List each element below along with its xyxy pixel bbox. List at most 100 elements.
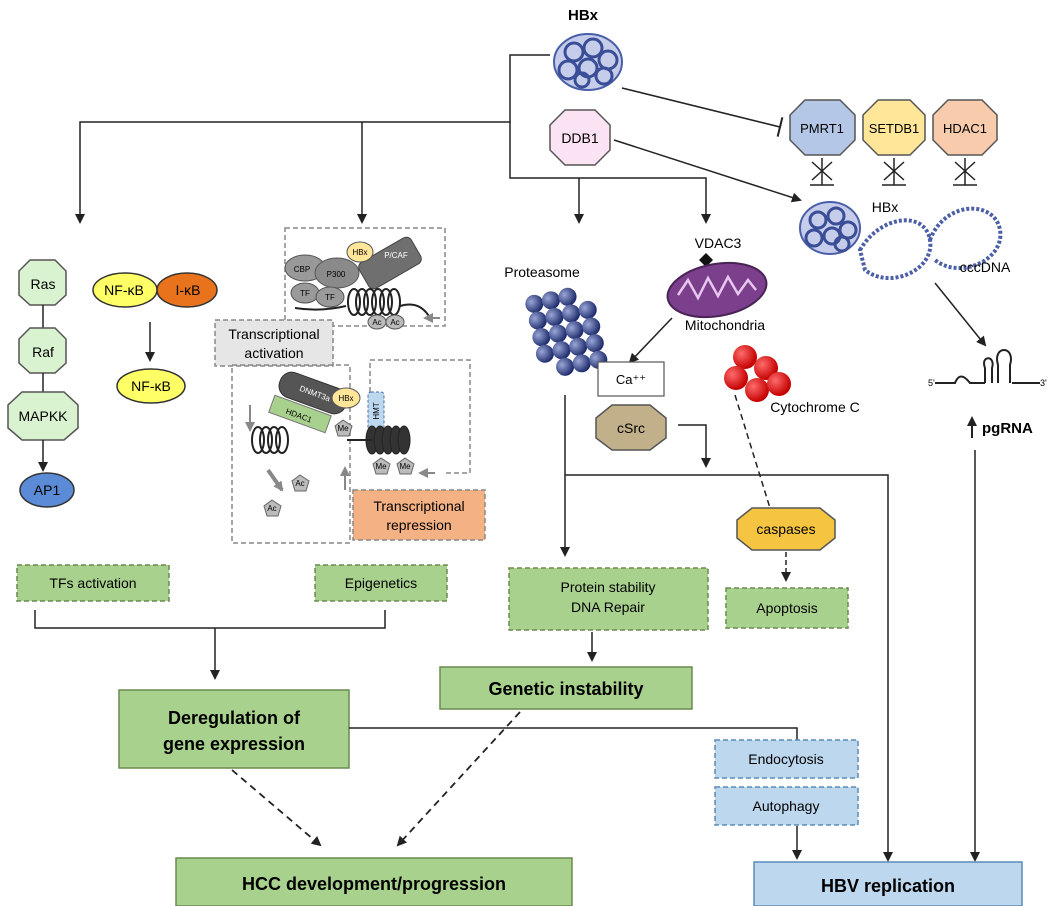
me1-label: Me bbox=[337, 424, 349, 433]
hdac1-top-node: HDAC1 bbox=[932, 99, 998, 156]
autophagy-label: Autophagy bbox=[753, 798, 820, 814]
hcc-label: HCC development/progression bbox=[242, 874, 506, 894]
inhibition-x-marks bbox=[810, 158, 977, 186]
raf-node: Raf bbox=[18, 327, 67, 374]
me2-label: Me bbox=[375, 462, 387, 471]
ac3-label: Ac bbox=[295, 479, 304, 488]
tf2-label: TF bbox=[325, 293, 335, 302]
tfs-activation-box: TFs activation bbox=[16, 564, 170, 602]
csrc-label: cSrc bbox=[617, 420, 645, 436]
apoptosis-box: Apoptosis bbox=[725, 587, 849, 629]
repression-complex: DNMT3a HDAC1 HBx HMT Me Me Me Ac Ac bbox=[231, 359, 471, 544]
me3-label: Me bbox=[399, 462, 411, 471]
autophagy-box: Autophagy bbox=[714, 786, 859, 826]
ac4-label: Ac bbox=[267, 504, 276, 513]
genetic-instability-label: Genetic instability bbox=[488, 679, 643, 699]
cytochrome-to-caspases-dash bbox=[734, 394, 771, 509]
hbx-small-label: HBx bbox=[352, 248, 367, 257]
activation-label-box: Transcriptional activation bbox=[214, 319, 334, 367]
raf-label: Raf bbox=[32, 344, 54, 360]
hbv-label: HBV replication bbox=[821, 876, 955, 896]
epigenetics-label: Epigenetics bbox=[345, 575, 417, 591]
cytochrome-label: Cytochrome C bbox=[770, 399, 859, 415]
hbx-distribution-lines bbox=[75, 54, 802, 224]
vdac3-marker bbox=[699, 253, 713, 267]
calcium-box: Ca⁺⁺ bbox=[597, 361, 665, 397]
csrc-node: cSrc bbox=[595, 404, 667, 451]
activation-line1: Transcriptional bbox=[228, 326, 319, 342]
ap1-node: AP1 bbox=[19, 472, 75, 508]
mito-to-calcium-arrow bbox=[628, 317, 673, 364]
cbp-label: CBP bbox=[294, 265, 310, 274]
epigenetics-box: Epigenetics bbox=[314, 564, 448, 602]
repression-line2: repression bbox=[386, 517, 451, 533]
proteasome-label: Proteasome bbox=[504, 264, 580, 280]
cccdna-icon bbox=[857, 206, 1003, 281]
ac1-label: Ac bbox=[372, 318, 381, 327]
caspases-label: caspases bbox=[756, 521, 815, 537]
mapkk-node: MAPKK bbox=[7, 391, 79, 441]
nfkb-ikb-complex: NF-κB I-κB bbox=[92, 272, 218, 308]
caspases-node: caspases bbox=[736, 507, 836, 551]
deregulation-to-hcc-dash bbox=[231, 769, 322, 847]
proteasome-icon bbox=[525, 287, 608, 376]
vdac3-label: VDAC3 bbox=[695, 235, 742, 251]
pmrt1-node: PMRT1 bbox=[789, 99, 856, 156]
pgrna-icon bbox=[935, 349, 1040, 384]
protein-stability-line1: Protein stability bbox=[561, 579, 656, 595]
activation-complex: CBP P300 P/CAF HBx TF TF Ac Ac bbox=[284, 227, 446, 330]
p300-label: P300 bbox=[327, 270, 346, 279]
nfkb-label: NF-κB bbox=[104, 282, 144, 298]
deregulation-to-endocytosis-line bbox=[349, 727, 798, 740]
mitochondria-icon bbox=[666, 261, 768, 319]
setdb1-label: SETDB1 bbox=[869, 121, 920, 136]
hdac1-top-label: HDAC1 bbox=[943, 121, 987, 136]
deregulation-line1: Deregulation of bbox=[168, 708, 301, 728]
mitochondria-label: Mitochondria bbox=[685, 317, 765, 333]
ras-node: Ras bbox=[18, 259, 67, 306]
deregulation-box: Deregulation of gene expression bbox=[118, 689, 350, 769]
hbx-label: HBx bbox=[568, 7, 599, 24]
hbx-bound-label: HBx bbox=[872, 199, 898, 215]
ras-label: Ras bbox=[31, 276, 56, 292]
ikb-label: I-κB bbox=[176, 282, 201, 298]
nfkb-free-node: NF-κB bbox=[116, 368, 186, 404]
hbv-box: HBV replication bbox=[753, 861, 1023, 906]
hmt-label: HMT bbox=[372, 402, 381, 419]
ac2-label: Ac bbox=[390, 318, 399, 327]
csrc-arrow bbox=[678, 424, 711, 468]
protein-stability-box: Protein stability DNA Repair bbox=[508, 567, 709, 631]
ddb1-label: DDB1 bbox=[561, 130, 599, 146]
endocytosis-box: Endocytosis bbox=[714, 739, 859, 779]
tfs-activation-label: TFs activation bbox=[49, 575, 136, 591]
endocytosis-label: Endocytosis bbox=[748, 751, 823, 767]
repression-line1: Transcriptional bbox=[373, 498, 464, 514]
pmrt1-label: PMRT1 bbox=[800, 121, 844, 136]
nfkb-free-label: NF-κB bbox=[131, 378, 171, 394]
pcaf-label: P/CAF bbox=[384, 251, 408, 260]
calcium-label: Ca⁺⁺ bbox=[616, 372, 646, 387]
cccdna-label: cccDNA bbox=[960, 259, 1011, 275]
hbx-protein-icon bbox=[553, 33, 623, 91]
mapkk-label: MAPKK bbox=[18, 408, 68, 424]
pgrna-3-label: 3' bbox=[1040, 378, 1047, 388]
pgrna-label: pgRNA bbox=[982, 420, 1033, 437]
repression-label-box: Transcriptional repression bbox=[352, 489, 486, 541]
ddb1-node: DDB1 bbox=[549, 109, 611, 166]
mid-connector-lines bbox=[560, 395, 893, 862]
apoptosis-label: Apoptosis bbox=[756, 600, 817, 616]
ap1-label: AP1 bbox=[34, 482, 61, 498]
genetic-to-hcc-dash bbox=[396, 711, 521, 847]
hcc-box: HCC development/progression bbox=[175, 857, 573, 906]
deregulation-line2: gene expression bbox=[163, 734, 305, 754]
cytochrome-c-icon bbox=[724, 345, 791, 402]
protein-stability-line2: DNA Repair bbox=[571, 599, 645, 615]
hbx-bound-protein-icon bbox=[799, 201, 861, 255]
cccdna-to-pgrna-arrow bbox=[934, 282, 987, 347]
tf1-label: TF bbox=[300, 289, 310, 298]
setdb1-node: SETDB1 bbox=[862, 99, 926, 156]
genetic-instability-box: Genetic instability bbox=[439, 666, 693, 710]
pgrna-5-label: 5' bbox=[928, 378, 935, 388]
tfs-epigenetics-bracket bbox=[34, 610, 386, 629]
